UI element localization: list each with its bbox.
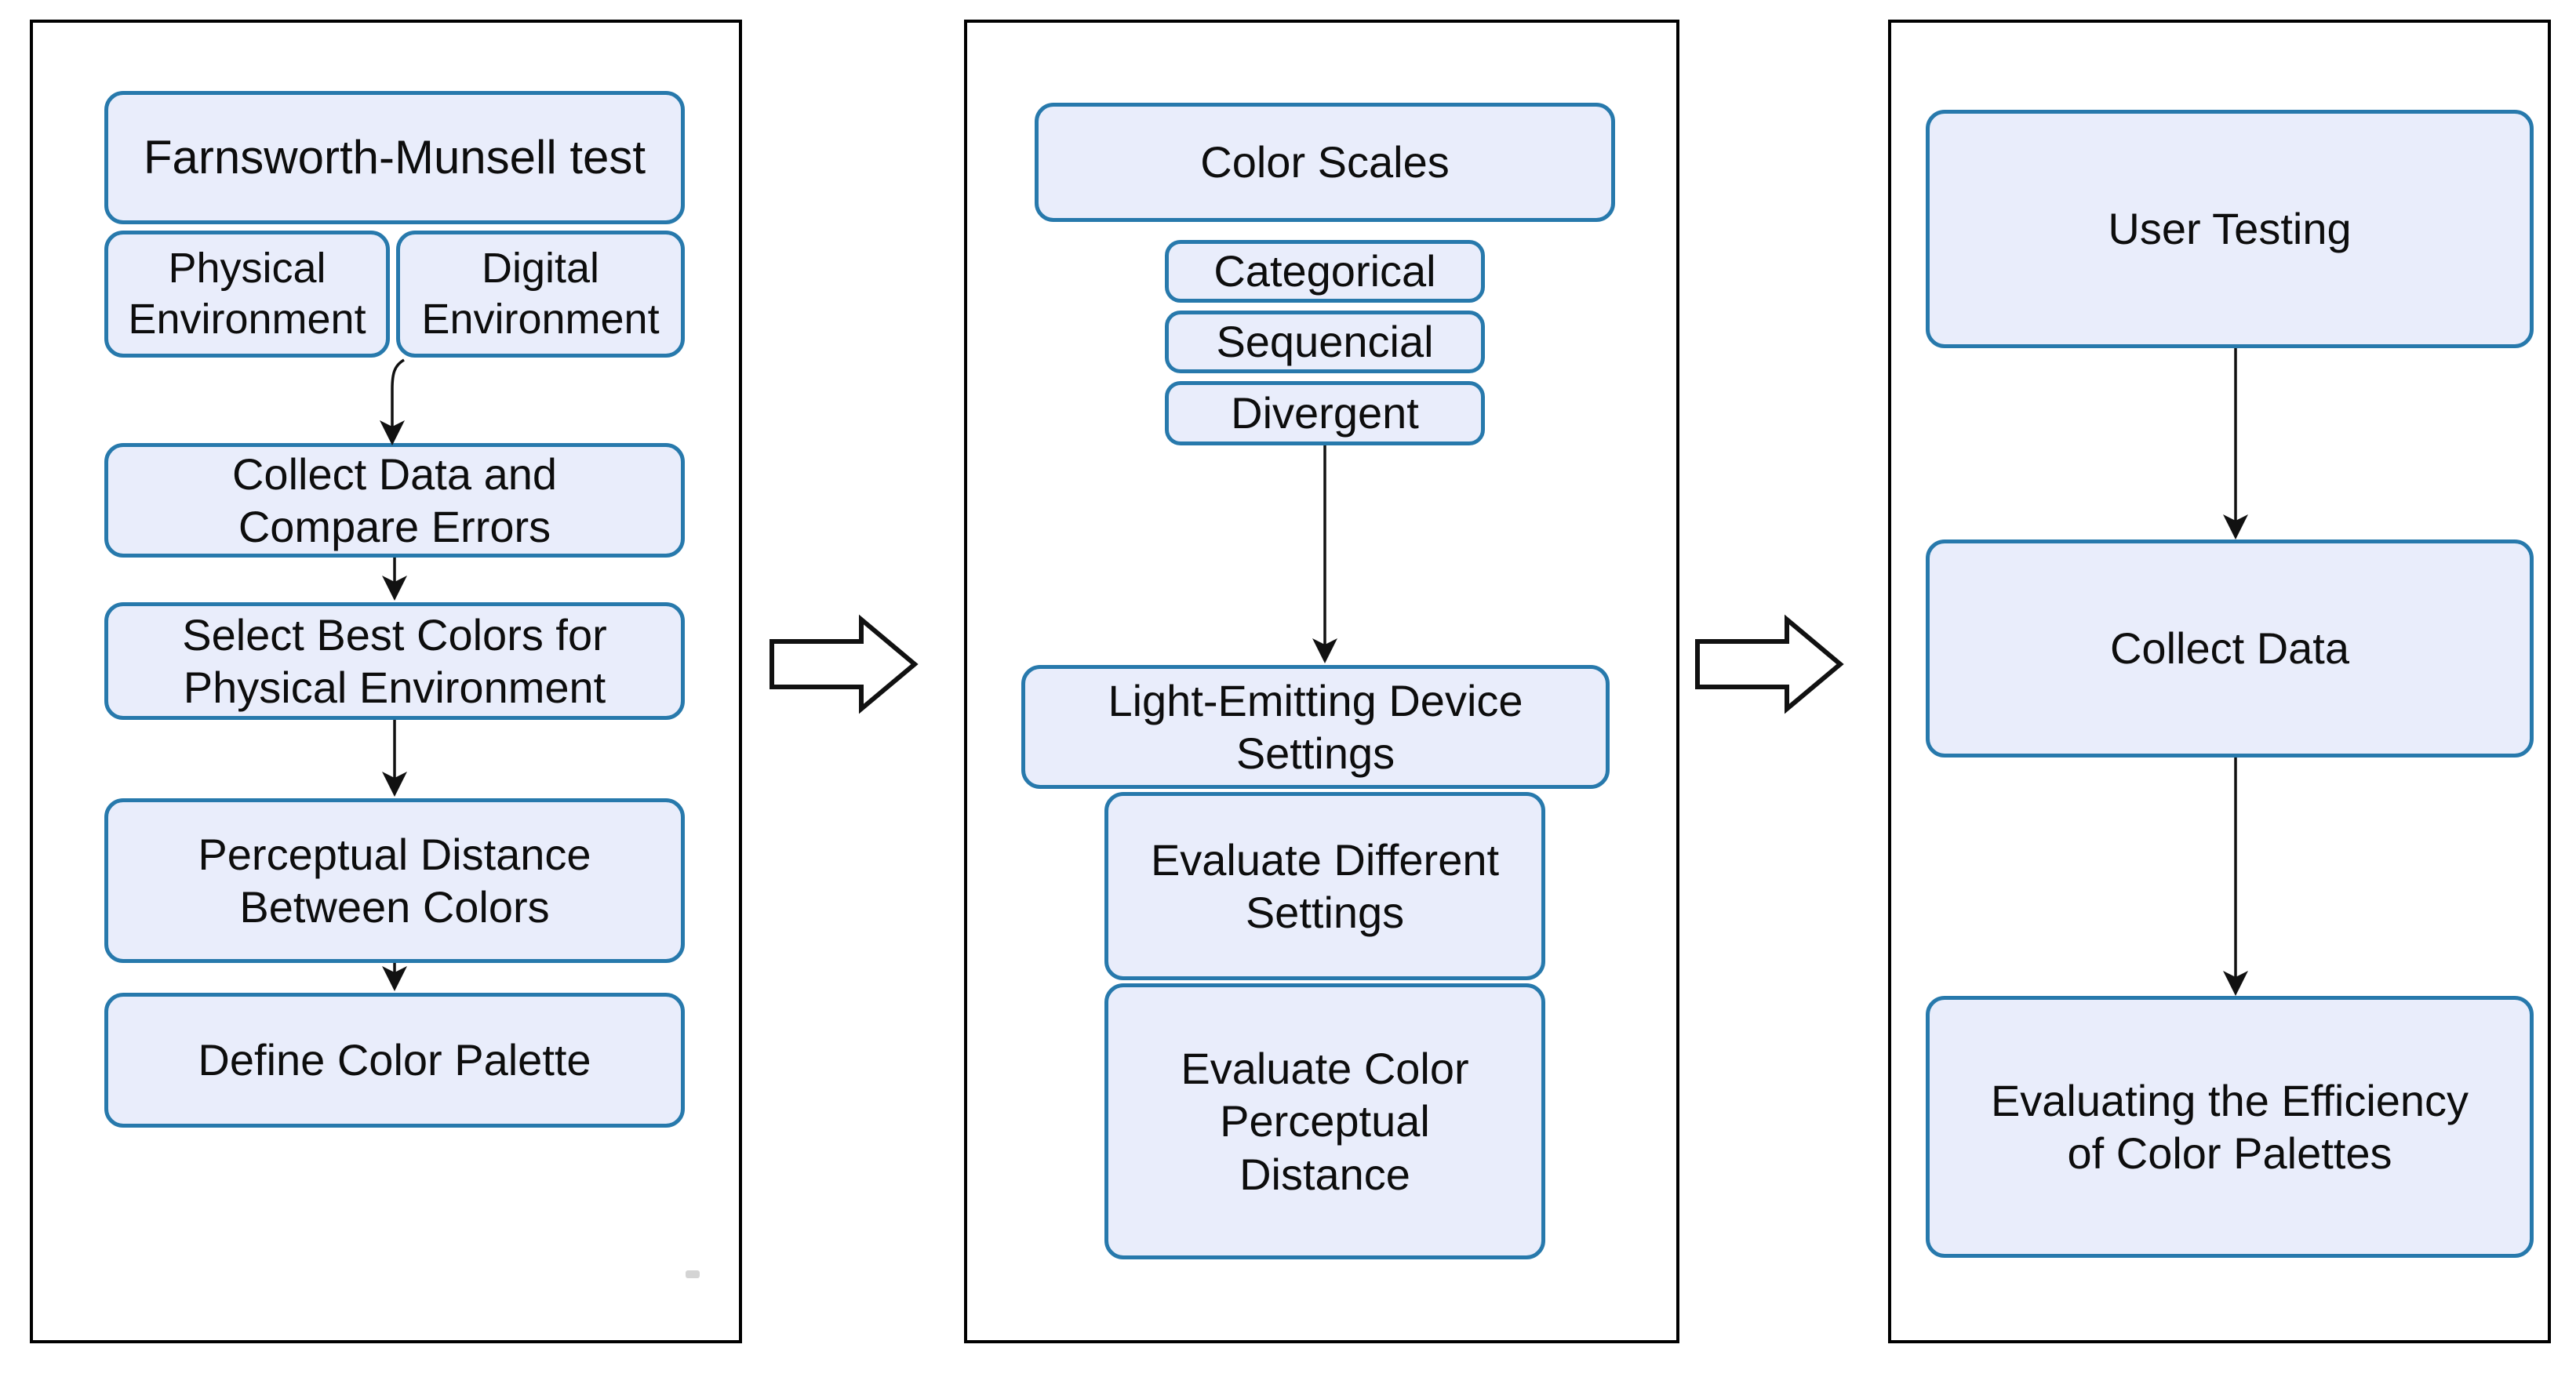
- node-divergent: Divergent: [1165, 381, 1485, 445]
- node-select-best-colors: Select Best Colors for Physical Environm…: [104, 602, 685, 720]
- node-physical-environment: Physical Environment: [104, 231, 390, 358]
- artifact-mark: [686, 1270, 700, 1278]
- node-color-scales: Color Scales: [1035, 103, 1615, 222]
- node-user-testing: User Testing: [1926, 110, 2534, 348]
- node-collect-data-compare-errors: Collect Data and Compare Errors: [104, 443, 685, 558]
- node-light-emitting-device-settings: Light-Emitting Device Settings: [1021, 665, 1610, 789]
- node-farnsworth-munsell-test: Farnsworth-Munsell test: [104, 91, 685, 224]
- big-right-arrow-panel1-to-panel2-icon: [770, 614, 919, 714]
- node-collect-data: Collect Data: [1926, 540, 2534, 758]
- node-evaluate-different-settings: Evaluate Different Settings: [1104, 792, 1545, 980]
- big-right-arrow-panel2-to-panel3-icon: [1695, 614, 1844, 714]
- node-perceptual-distance-between-colors: Perceptual Distance Between Colors: [104, 798, 685, 963]
- node-define-color-palette: Define Color Palette: [104, 993, 685, 1128]
- node-evaluate-color-perceptual-distance: Evaluate Color Perceptual Distance: [1104, 983, 1545, 1259]
- node-categorical: Categorical: [1165, 240, 1485, 303]
- node-sequencial: Sequencial: [1165, 311, 1485, 373]
- node-digital-environment: Digital Environment: [396, 231, 685, 358]
- node-evaluating-efficiency-color-palettes: Evaluating the Efficiency of Color Palet…: [1926, 996, 2534, 1258]
